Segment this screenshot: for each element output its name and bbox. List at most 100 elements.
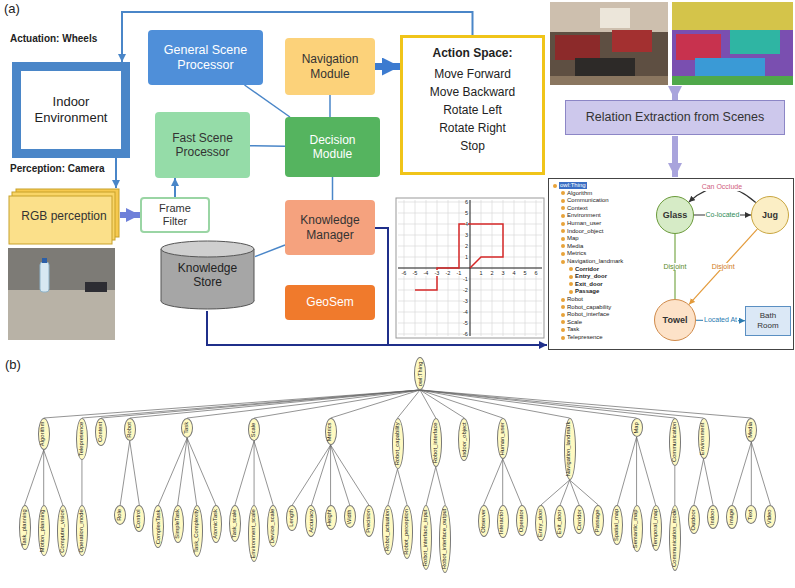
process-box: Navigation Module [285, 38, 375, 95]
subclass-ellipse: Task_planning [19, 505, 31, 550]
connector [484, 459, 503, 505]
node-title: Video [768, 509, 774, 524]
axis-tick: 4 [513, 270, 516, 276]
axis-tick: 6 [465, 199, 468, 205]
connector [81, 460, 82, 505]
axis-tick: -6 [463, 331, 468, 337]
connector [420, 390, 704, 418]
connector [44, 390, 420, 418]
node-title: Glass [663, 210, 688, 221]
connector [420, 390, 751, 418]
node-title: Communication_mode [672, 509, 678, 567]
connector [331, 445, 369, 505]
ontology-item: owl:Thing [559, 182, 587, 189]
node-title: Robot_capability [395, 422, 401, 465]
subclass-ellipse: Robot_actuation [382, 505, 394, 555]
class-ellipse: Environment [698, 418, 710, 459]
connector [187, 390, 420, 418]
node-title: Corridor [576, 509, 582, 530]
knowledge-arrow [207, 311, 547, 345]
node-title: Jug [762, 210, 778, 221]
connector [375, 63, 400, 70]
node-title: Operator [519, 509, 525, 532]
node-title: SimpleTask [175, 509, 181, 539]
subclass-ellipse: Operation_mode [76, 505, 88, 556]
axis-tick: -3 [463, 298, 468, 304]
subclass-ellipse: Corridor [573, 505, 585, 534]
ontology-item: Exit_door [575, 281, 603, 288]
photo-table [8, 290, 115, 340]
node-title: RGB perception [21, 209, 106, 223]
segment [672, 2, 793, 30]
node-title: Indoor_object [462, 422, 468, 457]
class-icon [561, 222, 565, 226]
class-icon [561, 336, 565, 340]
connector [331, 445, 350, 505]
ontology-item: Map [567, 235, 579, 242]
node-title: Width [347, 509, 353, 524]
subclass-ellipse: Precision [363, 505, 375, 537]
segment [672, 76, 793, 85]
class-ellipse: Robot_interface [430, 418, 442, 467]
node-title: Fast Scene Processor [159, 131, 246, 160]
photo-wall [550, 2, 668, 32]
axis-tick: -2 [463, 287, 468, 293]
connector [420, 390, 675, 418]
connector [436, 467, 446, 505]
segment [695, 58, 765, 76]
node-title: Knowledge Store [164, 261, 251, 290]
ontology-item: Corridor [575, 266, 599, 273]
subclass-ellipse: Length [286, 505, 298, 531]
segment [730, 30, 780, 54]
connector [674, 466, 675, 505]
connector [420, 390, 637, 418]
node-title: Height [328, 509, 334, 526]
ontology-item: Algorithm [567, 190, 592, 197]
cylinder-side [161, 249, 162, 301]
connector [636, 437, 637, 505]
connector [187, 438, 216, 505]
node-title: Entry_door [538, 509, 544, 537]
photo-chair [555, 35, 600, 60]
axis-tick: -6 [402, 270, 407, 276]
node-label: Action Space:Move Forward Move Backward … [427, 46, 519, 155]
connector [329, 95, 331, 117]
photo-window [600, 8, 630, 28]
connector [44, 450, 63, 505]
axis-tick: 2 [491, 270, 494, 276]
panel-letter: (b) [5, 358, 21, 372]
node-title: Spatial_map [615, 509, 621, 541]
subclass-ellipse: SimpleTask [172, 505, 184, 543]
root-class: owl:Thing [414, 357, 426, 390]
subclass-ellipse: Spatial_map [611, 505, 623, 545]
connector [245, 85, 290, 117]
action-box: Action Space:Move Forward Move Backward … [400, 35, 545, 175]
node-label: Knowledge Store [164, 261, 251, 290]
class-icon [561, 199, 565, 203]
node-label: Relation Extraction from Scenes [586, 110, 765, 125]
photo-object [85, 282, 107, 292]
process-box: Relation Extraction from Scenes [565, 100, 785, 135]
connector [187, 438, 197, 505]
subclass-ellipse: Passage [592, 505, 604, 536]
node-title: Task_Complexity [194, 509, 200, 553]
node-title: Length [289, 509, 295, 527]
connector [130, 441, 140, 505]
subclass-ellipse: Width [344, 505, 356, 528]
node-title: Robot_actuation [385, 509, 391, 551]
subclass-ellipse: Outdoor [688, 505, 700, 534]
connector [398, 469, 408, 505]
axis-tick: 5 [524, 270, 527, 276]
node-title: Robot [127, 422, 133, 437]
subclass-ellipse: Entry_door [535, 505, 547, 541]
edge-label: Disjoint [711, 263, 736, 271]
node-title: Telepresence [79, 422, 85, 456]
ontology-item: Task [567, 326, 579, 333]
connector [331, 390, 420, 418]
connector [120, 441, 130, 505]
node-title: Environment_scale [251, 509, 257, 558]
axis-tick: 3 [465, 232, 468, 238]
subclass-ellipse: Role [114, 505, 126, 525]
connector [751, 442, 752, 505]
node-title: Passage [595, 509, 601, 532]
